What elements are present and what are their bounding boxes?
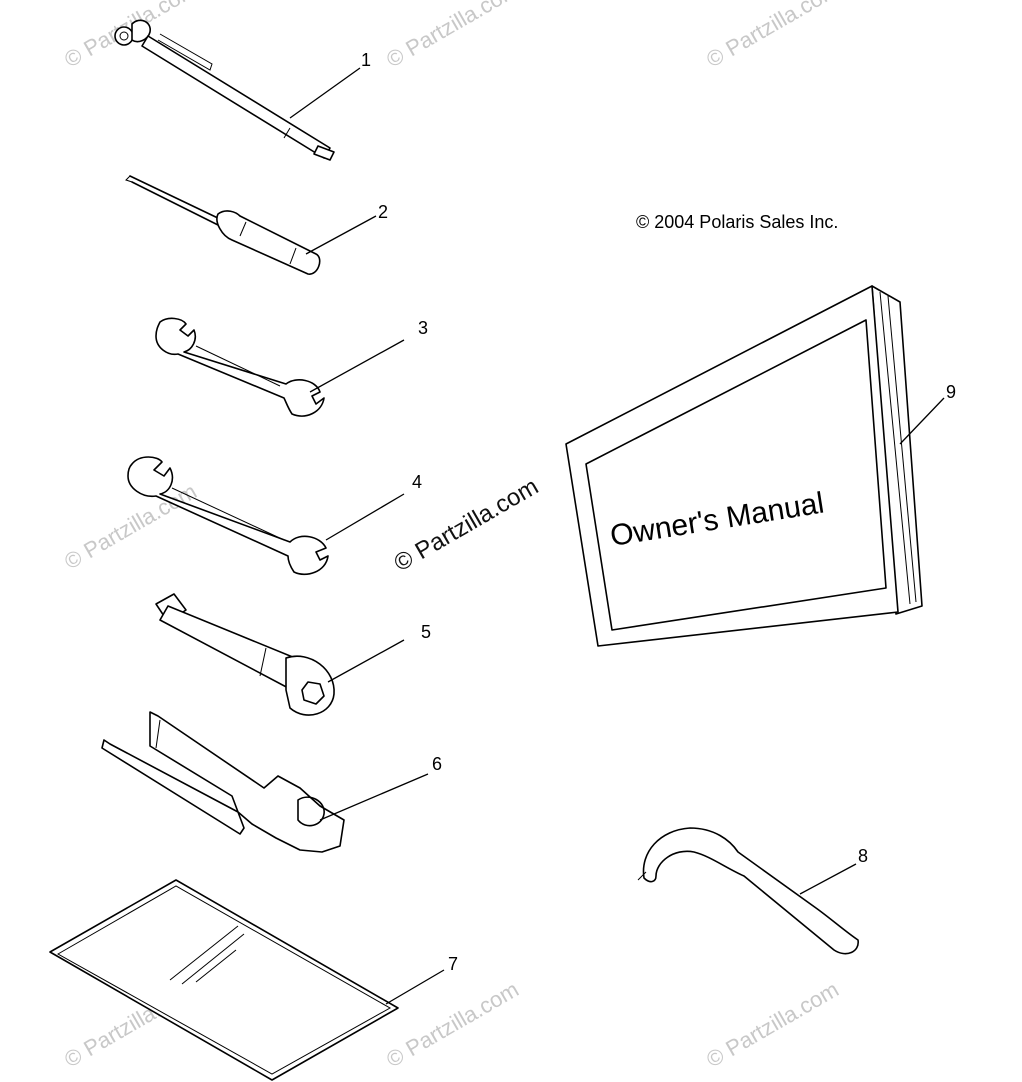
- callout-3: 3: [418, 318, 428, 338]
- callout-8: 8: [858, 846, 868, 866]
- watermark-text: © Partzilla.com: [382, 977, 523, 1073]
- watermark-text: © Partzilla.com: [702, 0, 843, 72]
- callout-4: 4: [412, 472, 422, 492]
- copyright-notice: © 2004 Polaris Sales Inc.: [636, 212, 838, 232]
- callout-9: 9: [946, 382, 956, 402]
- callout-1: 1: [361, 50, 371, 70]
- callout-6: 6: [432, 754, 442, 774]
- spark-plug-socket-icon[interactable]: [155, 593, 335, 716]
- spanner-wrench-icon[interactable]: [637, 827, 859, 955]
- small-wrench-icon[interactable]: [155, 317, 325, 417]
- watermark-text: © Partzilla.com: [60, 479, 201, 575]
- callout-5: 5: [421, 622, 431, 642]
- tire-pressure-gauge-icon[interactable]: [114, 19, 335, 161]
- callouts: 1 2 3 4 5 6 7 8 9: [289, 50, 956, 1005]
- tool-bag-icon[interactable]: [49, 879, 399, 1081]
- callout-2: 2: [378, 202, 388, 222]
- open-end-wrench-icon[interactable]: [127, 456, 329, 576]
- callout-7: 7: [448, 954, 458, 974]
- owners-manual-icon[interactable]: Owner's Manual: [565, 285, 923, 647]
- screwdriver-icon[interactable]: [125, 175, 321, 275]
- tool-holder-icon[interactable]: [101, 711, 345, 853]
- watermark-text: © Partzilla.com: [702, 977, 843, 1073]
- watermark-text: © Partzilla.com: [382, 0, 523, 72]
